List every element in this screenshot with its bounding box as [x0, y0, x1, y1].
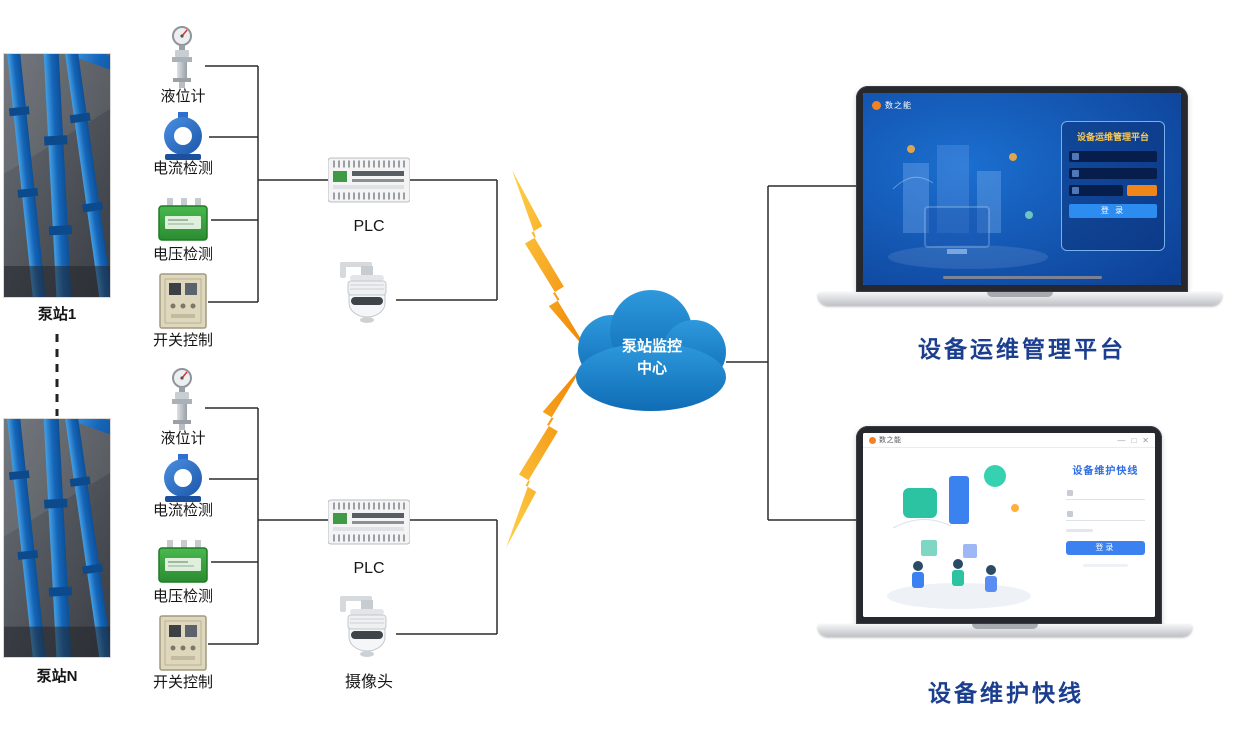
laptop-top: 数之能 设备运维管理平台: [856, 86, 1188, 292]
current-sensor-icon: [157, 454, 209, 502]
brand-logo: 数之能: [869, 435, 902, 445]
plc-2-label: PLC: [353, 560, 385, 577]
captcha-field: [1069, 185, 1123, 196]
login-panel-title: 设备运维管理平台: [1076, 132, 1149, 142]
maximize-icon: □: [1131, 435, 1137, 445]
laptop-top-caption: 设备运维管理平台: [918, 337, 1126, 362]
login-panel: 设备运维管理平台 登 录: [1061, 121, 1165, 251]
station-n-label: 泵站N: [36, 668, 78, 685]
laptop-bottom: 数之能 — □ ✕: [856, 426, 1162, 624]
pump-station-photo-1: [4, 54, 110, 297]
pump-station-photo-n: [4, 419, 110, 657]
laptop-bottom-base: [818, 624, 1192, 636]
voltage-sensor-label: 电压检测: [152, 246, 213, 263]
ptz-camera-2-icon: [338, 596, 396, 660]
station-1-label: 泵站1: [37, 306, 77, 323]
login-panel: 设备维护快线 登录: [1055, 448, 1155, 617]
level-gauge-label: 液位计: [160, 88, 206, 105]
brand-logo: 数之能: [872, 100, 912, 111]
current-sensor-label: 电流检测: [152, 160, 213, 177]
login-button: 登录: [1065, 541, 1145, 555]
captcha-image: [1127, 185, 1157, 196]
current-sensor-label: 电流检测: [152, 502, 213, 519]
login-button: 登 录: [1069, 204, 1157, 218]
username-field: [1069, 151, 1157, 162]
plc-device-1: [328, 154, 410, 206]
minimize-icon: —: [1117, 435, 1126, 445]
brand-logo-text: 数之能: [879, 437, 902, 444]
plc-1-label: PLC: [353, 218, 385, 235]
brand-logo-icon: [869, 436, 876, 444]
switch-control-label: 开关控制: [152, 674, 213, 691]
level-gauge-icon: [160, 26, 204, 88]
lightning-bolt-top: [512, 170, 590, 354]
footer-text-bar: [1083, 564, 1128, 567]
voltage-sensor-icon: [155, 536, 211, 586]
login-panel-title: 设备维护快线: [1072, 466, 1139, 477]
signal-lines: [205, 65, 862, 645]
password-field: [1065, 508, 1145, 521]
voltage-sensor-label: 电压检测: [152, 588, 213, 605]
password-field: [1069, 168, 1157, 179]
brand-logo-icon: [872, 101, 881, 110]
camera-label: 摄像头: [344, 674, 393, 691]
switch-control-icon: [158, 614, 208, 672]
current-sensor-icon: [157, 112, 209, 160]
window-titlebar: 数之能 — □ ✕: [863, 433, 1155, 448]
level-gauge-label: 液位计: [160, 430, 206, 447]
plc-device-2: [328, 496, 410, 548]
cloud-shape: [576, 290, 726, 411]
brand-logo-text: 数之能: [885, 101, 912, 110]
ops-platform-screen: 数之能 设备运维管理平台: [863, 93, 1181, 285]
laptop-bottom-caption: 设备维护快线: [928, 681, 1084, 706]
cloud-label-line1: 泵站监控: [621, 338, 682, 355]
cloud-label: 泵站监控 中心: [576, 336, 728, 380]
remember-me-text-bar: [1065, 529, 1093, 532]
lightning-bolt-bottom: [506, 364, 584, 548]
switch-control-label: 开关控制: [152, 332, 213, 349]
level-gauge-icon: [160, 368, 204, 430]
ptz-camera-1-icon: [338, 262, 396, 326]
screen-illustration: [887, 465, 1031, 609]
copyright-text-bar: [942, 276, 1102, 279]
switch-control-icon: [158, 272, 208, 330]
cloud-label-line2: 中心: [636, 360, 667, 377]
voltage-sensor-icon: [155, 194, 211, 244]
maintenance-app-screen: 数之能 — □ ✕: [863, 433, 1155, 617]
username-field: [1065, 487, 1145, 500]
close-icon: ✕: [1142, 435, 1149, 445]
laptop-top-base: [818, 292, 1222, 305]
screen-illustration: [888, 145, 1048, 269]
